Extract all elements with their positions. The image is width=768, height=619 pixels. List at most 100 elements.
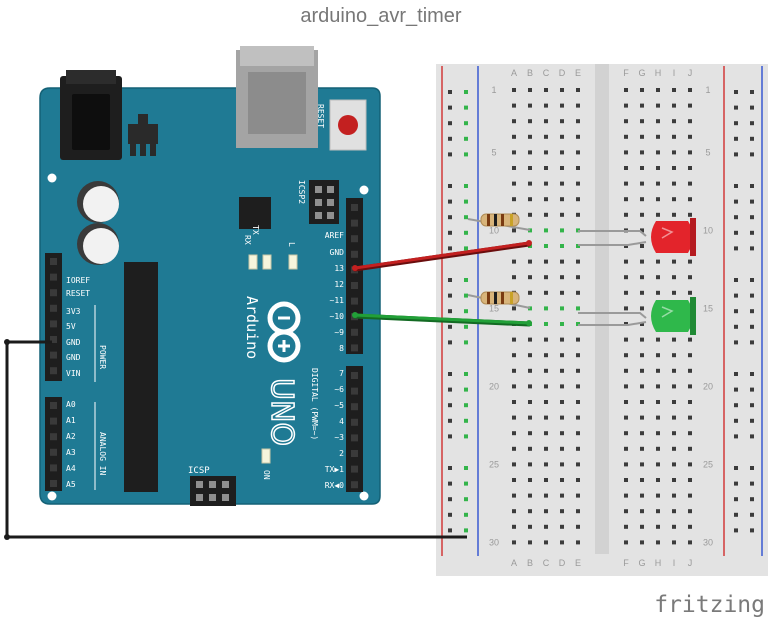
breadboard-hole — [512, 509, 516, 514]
column-label-bottom: F — [623, 558, 629, 568]
pin-sockets — [50, 204, 358, 489]
rail-hole — [750, 372, 754, 376]
breadboard-hole — [640, 259, 644, 264]
pin-label-8: 8 — [339, 344, 344, 353]
breadboard-hole — [512, 400, 516, 404]
breadboard-hole — [624, 259, 628, 264]
pin-label-6: ~6 — [334, 385, 344, 394]
breadboard-hole — [656, 478, 660, 482]
breadboard-hole — [560, 134, 564, 139]
breadboard-hole — [576, 540, 580, 545]
breadboard-hole — [672, 368, 676, 373]
breadboard-hole — [640, 478, 644, 482]
breadboard-hole — [656, 103, 660, 108]
wire-bend-point — [4, 339, 10, 345]
usb-connector — [236, 46, 318, 148]
rail-hole — [448, 105, 452, 110]
breadboard-hole — [640, 275, 644, 280]
breadboard-hole — [688, 431, 692, 436]
led-red-body — [651, 221, 693, 253]
led-green-body — [651, 300, 693, 332]
pin-label-a0: A0 — [66, 400, 76, 409]
rail-hole-active — [464, 466, 468, 470]
breadboard-hole — [688, 509, 692, 514]
breadboard-hole — [512, 462, 516, 467]
breadboard-hole — [544, 259, 548, 264]
icsp2-header — [309, 180, 339, 224]
breadboard-hole — [512, 337, 516, 342]
breadboard-hole — [512, 493, 516, 498]
breadboard-hole — [560, 119, 564, 124]
breadboard-hole — [672, 88, 676, 92]
breadboard-hole — [688, 119, 692, 124]
l-led — [288, 254, 298, 270]
breadboard-hole — [656, 384, 660, 389]
breadboard-hole — [656, 275, 660, 280]
rail-hole — [448, 403, 452, 408]
breadboard-hole — [576, 509, 580, 514]
pin-label-gnd1: GND — [66, 338, 81, 347]
breadboard-hole — [672, 119, 676, 124]
breadboard-hole-active — [544, 244, 548, 248]
breadboard-hole — [512, 415, 516, 420]
breadboard-hole — [640, 119, 644, 124]
rail-hole — [750, 434, 754, 439]
rail-hole — [734, 105, 738, 110]
breadboard-hole — [576, 181, 580, 186]
column-label-top: B — [527, 68, 533, 78]
breadboard-hole — [544, 134, 548, 139]
breadboard-hole — [624, 88, 628, 92]
reset-button — [329, 99, 367, 151]
breadboard-hole — [528, 150, 532, 155]
row-number-left: 1 — [491, 85, 496, 95]
breadboard-hole — [528, 119, 532, 124]
breadboard-hole — [576, 150, 580, 155]
breadboard-hole — [544, 400, 548, 404]
row-number-right: 10 — [703, 225, 713, 235]
breadboard-hole — [656, 181, 660, 186]
header-socket — [50, 273, 57, 281]
rail-hole-active — [464, 512, 468, 517]
breadboard-hole — [672, 431, 676, 436]
breadboard-hole — [640, 368, 644, 373]
breadboard-hole — [672, 166, 676, 170]
header-socket — [351, 328, 358, 336]
rail-hole — [448, 387, 452, 392]
header-socket — [50, 367, 57, 375]
reset-label: RESET — [316, 104, 325, 128]
header-socket — [351, 450, 358, 457]
rail-hole — [448, 230, 452, 235]
resistor-body — [480, 291, 520, 305]
row-number-right: 30 — [703, 537, 713, 547]
breadboard-hole — [672, 524, 676, 529]
column-label-bottom: D — [559, 558, 566, 568]
rail-hole — [750, 90, 754, 94]
voltage-regulator — [128, 114, 158, 156]
column-label-bottom: H — [655, 558, 662, 568]
rail-hole — [750, 528, 754, 533]
l-led-label: L — [287, 242, 296, 247]
breadboard-hole — [640, 150, 644, 155]
rail-hole — [448, 497, 452, 502]
rail-hole-active — [464, 340, 468, 345]
atmega-chip — [124, 262, 158, 492]
header-pin — [327, 186, 334, 193]
rail-hole — [734, 466, 738, 470]
breadboard-hole — [688, 181, 692, 186]
breadboard-hole — [560, 384, 564, 389]
breadboard-hole — [624, 150, 628, 155]
rail-hole — [734, 403, 738, 408]
breadboard-hole — [512, 478, 516, 482]
rail-hole — [734, 215, 738, 220]
regulator-body — [128, 124, 158, 144]
row-number-right: 1 — [705, 85, 710, 95]
header-pin — [209, 481, 216, 488]
breadboard-hole — [640, 384, 644, 389]
wire-end-point — [352, 265, 358, 271]
arduino-logo — [267, 301, 301, 363]
breadboard-hole — [528, 509, 532, 514]
rail-hole-active — [464, 90, 468, 94]
breadboard-hole — [576, 275, 580, 280]
breadboard-hole — [672, 540, 676, 545]
